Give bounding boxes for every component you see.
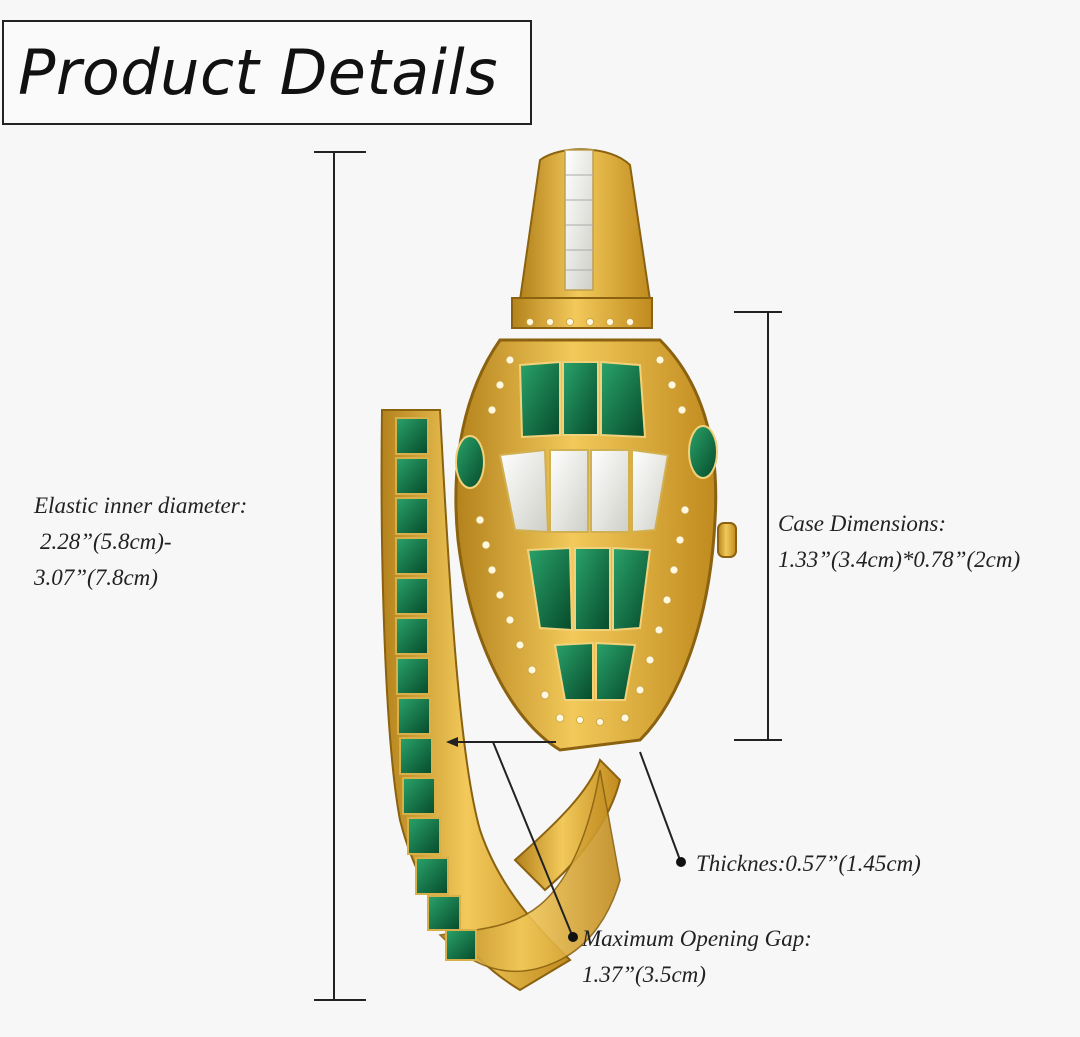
case-dimensions-label: Case Dimensions: 1.33”(3.4cm)*0.78”(2cm) xyxy=(778,506,1020,578)
thickness-indicator xyxy=(639,751,686,867)
opening-gap-heading: Maximum Opening Gap: xyxy=(582,926,812,951)
inner-diameter-dimension-line xyxy=(314,151,366,1001)
left-eye-gem xyxy=(455,435,485,489)
inner-diameter-max: 3.07”(7.8cm) xyxy=(34,565,158,590)
watch-crown xyxy=(717,522,737,558)
thickness-label: Thicknes:0.57”(1.45cm) xyxy=(696,851,921,876)
opening-gap-label: Maximum Opening Gap: 1.37”(3.5cm) xyxy=(582,921,812,993)
right-eye-gem xyxy=(688,425,718,479)
opening-gap-indicator xyxy=(446,737,578,942)
bracelet-neck xyxy=(511,148,653,329)
case-dimensions-value: 1.33”(3.4cm)*0.78”(2cm) xyxy=(778,547,1021,572)
page-title: Product Details xyxy=(18,36,499,109)
inner-diameter-label: Elastic inner diameter: 2.28”(5.8cm)- 3.… xyxy=(34,488,247,596)
opening-gap-value: 1.37”(3.5cm) xyxy=(582,962,706,987)
title-box: Product Details xyxy=(2,20,532,125)
inner-diameter-min: 2.28”(5.8cm)- xyxy=(40,529,172,554)
case-dimensions-heading: Case Dimensions: xyxy=(778,511,947,536)
inner-diameter-heading: Elastic inner diameter: xyxy=(34,493,248,518)
snake-head-watch-case xyxy=(454,318,737,752)
case-dimension-line xyxy=(734,311,782,741)
